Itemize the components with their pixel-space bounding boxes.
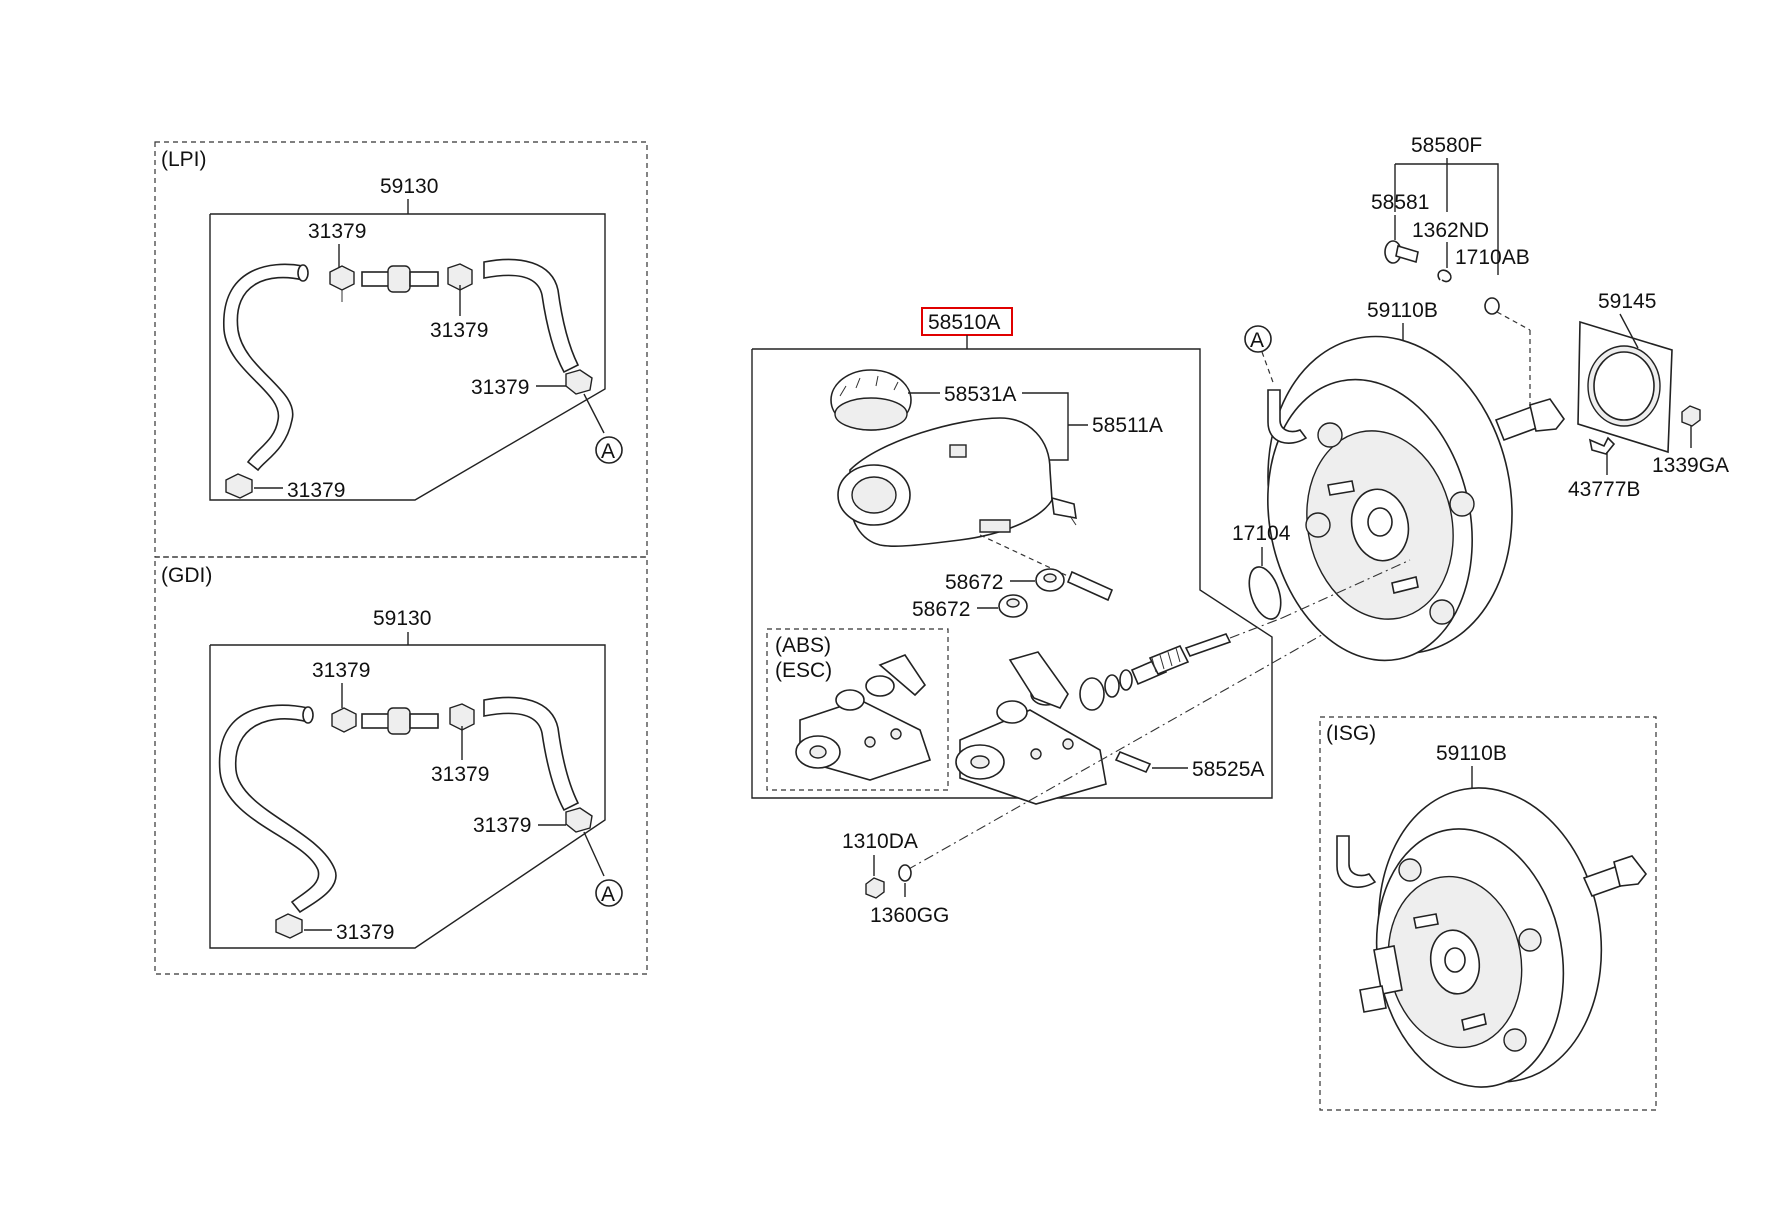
- reservoir-cap-icon: [830, 369, 912, 431]
- clevis-pin-icon: [1588, 436, 1616, 455]
- master-cylinder-body-icon: [955, 651, 1107, 805]
- reservoir-label: 58511A: [1092, 414, 1163, 437]
- gdi-clamp-d-label: 31379: [336, 921, 394, 944]
- booster-main-label: 59110B: [1367, 299, 1438, 322]
- gasket-icon: [1577, 320, 1673, 454]
- abs-label: (ABS): [775, 634, 831, 657]
- gdi-ref-label: A: [601, 883, 615, 906]
- nut-label: 1310DA: [842, 830, 918, 853]
- gdi-check-valve-icon: [361, 707, 439, 735]
- reservoir-pin-icon: [1066, 570, 1114, 602]
- lpi-clamp-b-label: 31379: [430, 319, 488, 342]
- isg-brake-booster-icon: [1336, 787, 1648, 1088]
- piston-kit-icon: [1079, 633, 1232, 711]
- lpi-clamp-a-label: 31379: [308, 220, 366, 243]
- lpi-dashed-frame: [154, 141, 648, 558]
- booster-clip-label: 1362ND: [1412, 219, 1489, 242]
- piston-kit-label: 58525A: [1192, 758, 1264, 781]
- booster-washer-label: 1710AB: [1455, 246, 1530, 269]
- grommet-icon: [998, 594, 1028, 618]
- gdi-clamp-a-label: 31379: [312, 659, 370, 682]
- oring-icon: [1248, 566, 1282, 620]
- washer-icon: [898, 864, 912, 882]
- abs-esc-dashed-frame: [766, 628, 949, 791]
- booster-ref-label: A: [1250, 329, 1264, 352]
- lpi-section: (LPI) 59130 31379 31379: [154, 141, 648, 558]
- lpi-clamp-icon: [447, 263, 473, 291]
- lpi-clamp-d-label: 31379: [287, 479, 345, 502]
- grommet-icon: [1035, 568, 1065, 592]
- gdi-clamp-icon: [449, 703, 475, 731]
- gdi-clamp-icon: [331, 707, 357, 733]
- gdi-section: (GDI) 59130 31379 31379 31379: [154, 556, 648, 975]
- booster-kit-label: 58580F: [1411, 134, 1482, 157]
- gdi-clamp-icon: [275, 913, 303, 939]
- lpi-clamp-c-label: 31379: [471, 376, 529, 399]
- gdi-hose-right: [483, 696, 580, 812]
- gdi-clamp-c-label: 31379: [473, 814, 531, 837]
- lpi-ref-circle: [595, 436, 623, 464]
- isg-dashed-frame: [1319, 716, 1657, 1111]
- gasket-label: 59145: [1598, 290, 1656, 313]
- gdi-ref-circle: [595, 879, 623, 907]
- gdi-hose-frame: [209, 644, 606, 949]
- lpi-clamp-icon: [225, 473, 253, 499]
- booster-ref-circle: [1244, 325, 1272, 353]
- lpi-hose-frame: [209, 213, 606, 501]
- lpi-label: (LPI): [161, 148, 207, 171]
- gdi-dashed-frame: [154, 556, 648, 975]
- booster-nut-icon: [1681, 405, 1701, 427]
- abs-master-cylinder-icon: [795, 654, 932, 781]
- nut-icon: [865, 877, 885, 899]
- gdi-label: (GDI): [161, 564, 212, 587]
- grommet-b-label: 58672: [912, 598, 970, 621]
- grommet-a-label: 58672: [945, 571, 1003, 594]
- booster-pin-label: 58581: [1371, 191, 1429, 214]
- gdi-clamp-icon: [565, 807, 593, 833]
- master-cylinder-assembly-label: 58510A: [928, 311, 1000, 334]
- bolt-icon: [1114, 750, 1152, 774]
- master-cylinder-section: 58510A 58531A 58511A: [751, 307, 1411, 927]
- washer-label: 1360GG: [870, 904, 949, 927]
- lpi-ref-label: A: [601, 440, 615, 463]
- lpi-hose-right: [483, 258, 580, 374]
- lpi-check-valve-icon: [361, 265, 439, 293]
- isg-section: (ISG) 59110B: [1319, 716, 1657, 1111]
- gdi-hose-label: 59130: [373, 607, 431, 630]
- booster-clip-icon: [1437, 269, 1452, 283]
- cap-label: 58531A: [944, 383, 1016, 406]
- isg-label: (ISG): [1326, 722, 1376, 745]
- esc-label: (ESC): [775, 659, 832, 682]
- gdi-hose-left: [218, 704, 337, 914]
- booster-pin-icon: [1384, 240, 1419, 264]
- master-cylinder-frame: [751, 348, 1273, 799]
- isg-booster-label: 59110B: [1436, 742, 1507, 765]
- lpi-hose-label: 59130: [380, 175, 438, 198]
- booster-washer-icon: [1484, 297, 1500, 315]
- gdi-clamp-b-label: 31379: [431, 763, 489, 786]
- lpi-clamp-icon: [329, 265, 355, 302]
- clevis-pin-label: 43777B: [1568, 478, 1640, 501]
- lpi-clamp-icon: [565, 369, 593, 395]
- booster-section: 58580F 58581 1362ND 1710AB 59110B A: [1232, 134, 1729, 662]
- oring-label: 17104: [1232, 522, 1291, 545]
- lpi-hose-left: [223, 263, 309, 472]
- booster-nut-label: 1339GA: [1652, 454, 1729, 477]
- reservoir-icon: [837, 417, 1077, 547]
- brake-booster-icon: [1267, 335, 1565, 662]
